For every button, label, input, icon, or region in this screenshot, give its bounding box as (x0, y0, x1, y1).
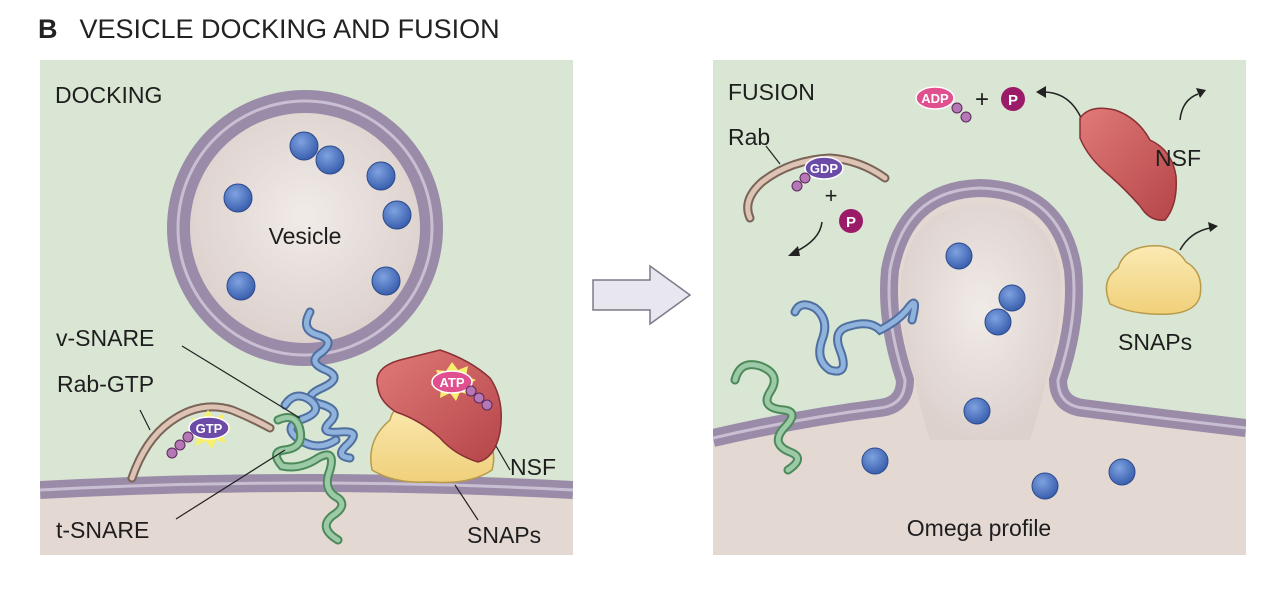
transmitter-dot (315, 145, 345, 175)
docking-heading: DOCKING (55, 82, 162, 108)
gdp-plus-sign: + (825, 183, 838, 208)
omega-membrane-inner-line (713, 186, 1246, 440)
nsf-release-arrow (1179, 93, 1199, 121)
nsf-leader (495, 445, 511, 471)
transmitter-dot (223, 183, 253, 213)
phosphate-text: P (1008, 92, 1018, 109)
rab-gdp-protein (745, 155, 888, 221)
snaps-label: SNAPs (467, 522, 541, 548)
fusion-nsf-label: NSF (1155, 145, 1201, 171)
vesicle-transmitters (223, 131, 412, 301)
adp-phosphate: P (1001, 87, 1025, 111)
omega-lumen (900, 204, 1061, 440)
fusion-nsf-protein (1079, 107, 1178, 221)
transition-arrow (592, 264, 692, 326)
rab-gtp-label: Rab-GTP (57, 371, 154, 397)
transmitter-dot (366, 161, 396, 191)
vesicle-membrane-inner-line (176, 99, 434, 357)
transmitter-dot (984, 308, 1012, 336)
omega-profile-label: Omega profile (907, 515, 1051, 541)
phosphate-text: P (846, 214, 856, 231)
snaps-release-arrow (1179, 227, 1211, 251)
transmitter-dot (382, 200, 412, 230)
adp-plus-sign: + (975, 86, 989, 113)
rab-gtp-protein (129, 404, 273, 481)
gtp-text: GTP (196, 421, 223, 436)
rab-gtp-leader (139, 409, 151, 431)
gdp-text: GDP (810, 161, 839, 176)
rab-label: Rab (728, 124, 770, 150)
fusion-transmitters (861, 242, 1136, 500)
t-snare-leader (175, 449, 286, 520)
rab-leader (765, 145, 781, 165)
fusion-v-snare (792, 300, 918, 374)
adp-text: ADP (921, 91, 949, 106)
phosphate-bead (960, 111, 972, 123)
transmitter-dot (1108, 458, 1136, 486)
transmitter-dot (998, 284, 1026, 312)
transmitter-dot (861, 447, 889, 475)
t-snare-protein (274, 415, 345, 543)
vesicle-label: Vesicle (269, 223, 342, 249)
transmitter-dot (289, 131, 319, 161)
nsf-label: NSF (510, 454, 556, 480)
v-snare-leader (181, 345, 301, 419)
phosphate-bead (182, 431, 194, 443)
phosphate-circle (1001, 87, 1025, 111)
figure-title: B VESICLE DOCKING AND FUSION (38, 14, 500, 45)
docking-cytoplasm (40, 485, 573, 555)
adp-release-arrow (1042, 91, 1083, 121)
gdp-badge: GDP (791, 156, 844, 192)
gtp-badge: GTP (166, 410, 232, 459)
phosphate-bead (174, 439, 186, 451)
snaps-arrowhead (1208, 222, 1218, 232)
phosphate-bead (465, 385, 477, 397)
fusion-heading: FUSION (728, 79, 815, 105)
phosphate-bead (473, 392, 485, 404)
gdp-release-arrow (794, 221, 823, 253)
phosphate-bead (166, 447, 178, 459)
panel-letter: B (38, 14, 58, 44)
fusion-panel: GDP + P ADP + P (713, 60, 1246, 555)
adp-oval (915, 86, 955, 110)
t-snare-label: t-SNARE (56, 517, 149, 543)
phosphate-bead (481, 399, 493, 411)
adp-badge: ADP (915, 86, 972, 123)
phosphate-circle (839, 209, 863, 233)
figure-title-text: VESICLE DOCKING AND FUSION (79, 14, 500, 44)
docking-leader-lines (139, 345, 511, 521)
snaps-leader (454, 484, 479, 521)
adp-arrowhead (1036, 86, 1046, 98)
phosphate-bead (951, 102, 963, 114)
atp-text: ATP (439, 375, 464, 390)
v-snare-label: v-SNARE (56, 325, 154, 351)
transmitter-dot (1031, 472, 1059, 500)
transmitter-dot (226, 271, 256, 301)
fusion-t-snare (732, 362, 800, 473)
docking-membrane-inner-line (40, 481, 573, 492)
gdp-oval (804, 156, 844, 180)
gdp-phosphate: P (839, 209, 863, 233)
atp-badge: ATP (431, 362, 493, 411)
nsf-arrowhead (1196, 88, 1206, 98)
phosphate-bead (799, 172, 811, 184)
gtp-oval (188, 416, 230, 440)
transmitter-dot (945, 242, 973, 270)
docking-panel: ATP GTP (40, 60, 573, 555)
atp-oval (431, 370, 473, 394)
fusion-snaps-label: SNAPs (1118, 329, 1192, 355)
fusion-snaps-protein (1105, 245, 1202, 316)
gdp-arrowhead (788, 246, 800, 256)
phosphate-bead (791, 180, 803, 192)
transmitter-dot (371, 266, 401, 296)
transmitter-dot (963, 397, 991, 425)
